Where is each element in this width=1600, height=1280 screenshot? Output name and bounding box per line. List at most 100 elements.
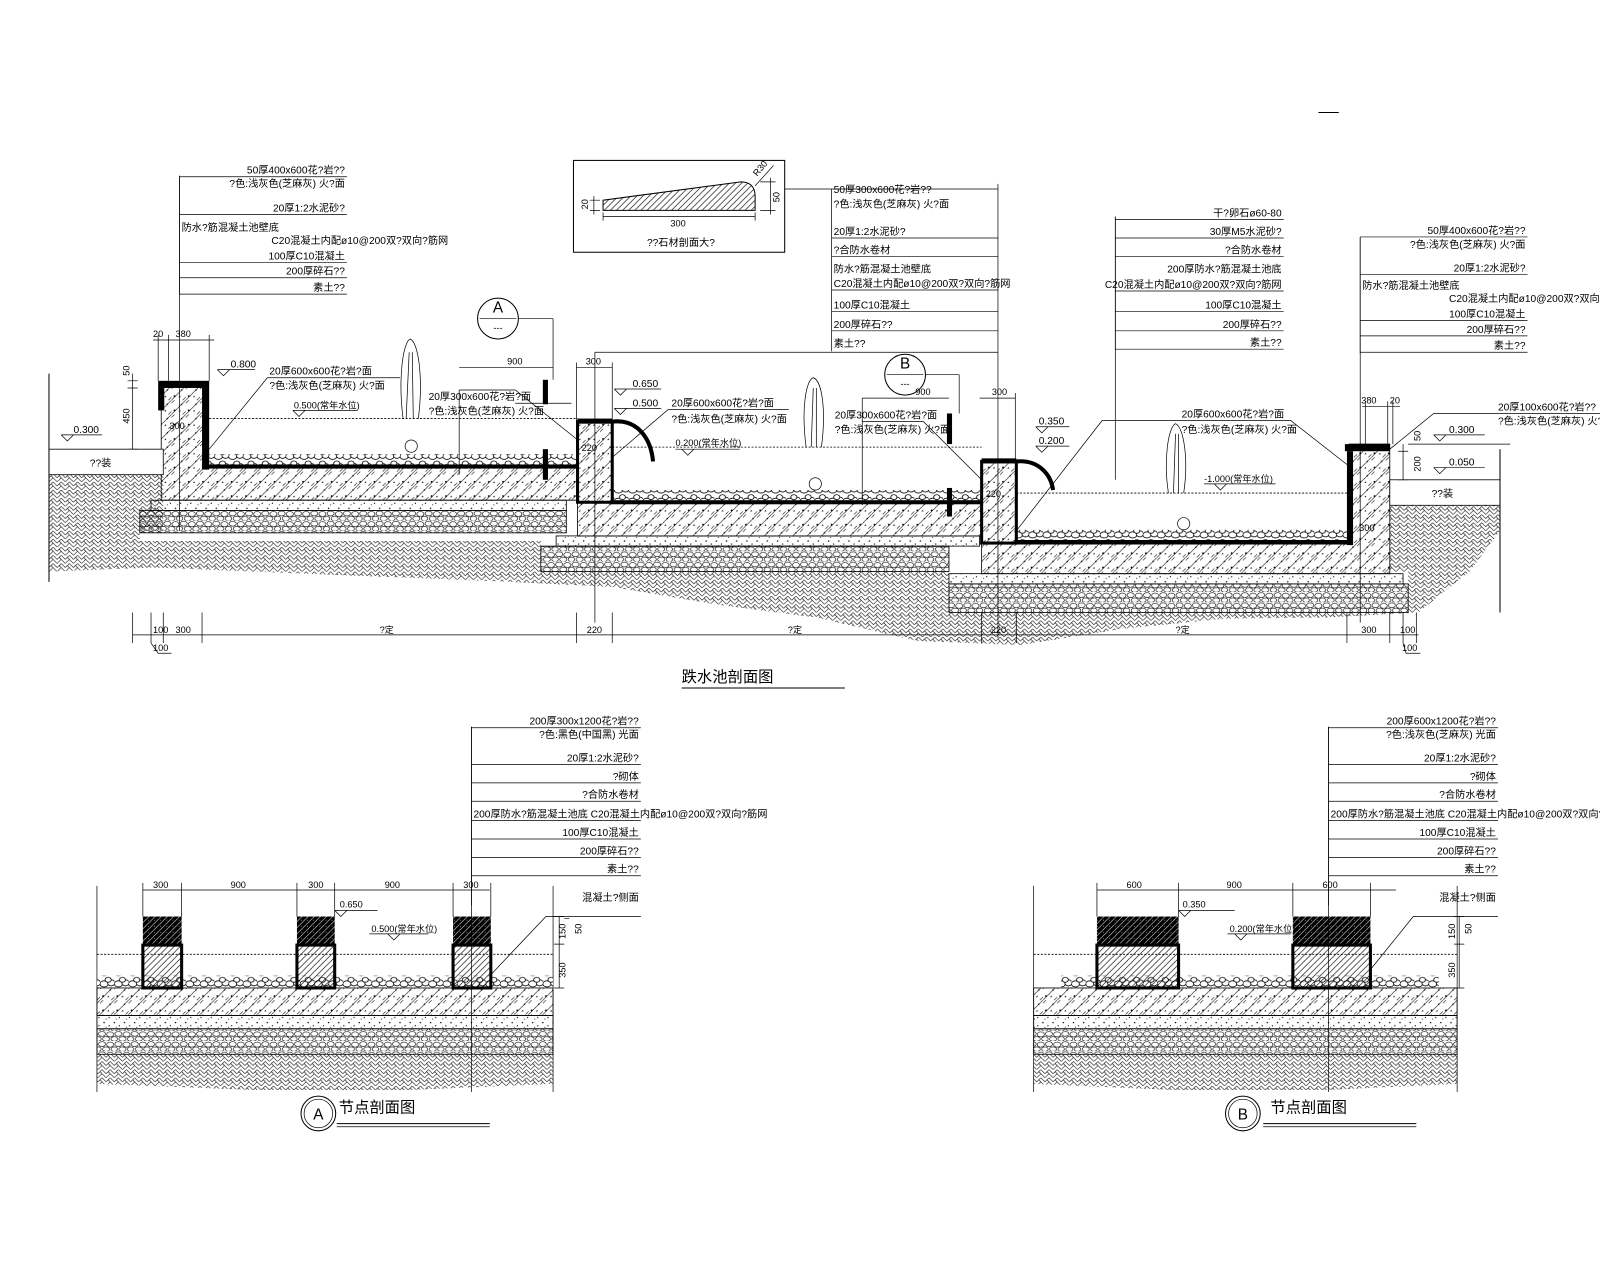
cascade-2 (1016, 459, 1056, 491)
stone-radius: R30 (751, 159, 769, 178)
level-pool3-water: -1.000(常年水位) (1204, 473, 1273, 484)
leader-text: ?合防水卷材 (582, 788, 639, 801)
marker-b-sheet: --- (901, 379, 910, 389)
dim-text: ?定 (380, 624, 394, 635)
leader-text: 防水?筋混凝土池壁底 (834, 263, 931, 276)
level-text: 0.500(常年水位) (371, 923, 437, 934)
leader-text: 50厚400x600花?岩?? (1428, 224, 1526, 237)
dim-text: 900 (231, 880, 246, 890)
leader-text: 200厚碎石?? (1467, 323, 1526, 336)
dim-text: 300 (176, 625, 191, 635)
section-marker-a[interactable]: A --- (477, 297, 554, 380)
dim-text: 220 (986, 489, 1001, 499)
dim-text: 100 (1402, 643, 1417, 653)
leader-text: ?色:浅灰色(芝麻灰) 火?面 (229, 177, 344, 190)
dim-text: 380 (176, 329, 191, 339)
dim-text: 220 (587, 625, 602, 635)
gravel-layer-2 (540, 545, 950, 573)
level-weir1-top: 0.650 (633, 379, 659, 390)
leader-text: 100厚C10混凝土 (1449, 308, 1525, 321)
dim-text: 50 (574, 924, 584, 934)
finish-label: ?色:浅灰色(芝麻灰) 火?面 (1182, 423, 1297, 436)
detail-a-title: A 节点剖面图 (300, 1095, 490, 1132)
level-left-coping: 0.800 (231, 360, 257, 371)
leader-text: ?合防水卷材 (1439, 788, 1496, 801)
dim-text: 600 (1322, 880, 1337, 890)
finish-label: ?色:浅灰色(芝麻灰) 火?面 (429, 404, 544, 417)
dim-text: 300 (992, 387, 1007, 397)
leader-text: 防水?筋混凝土池壁底 (1362, 279, 1459, 292)
detail-b-marker: B (1238, 1107, 1248, 1124)
leader-text: 200厚600x1200花?岩?? (1387, 715, 1497, 728)
dim-text: 300 (308, 880, 323, 890)
pier (1095, 916, 1372, 990)
detail-b-title: B 节点剖面图 (1225, 1095, 1417, 1132)
pool2-structure (577, 421, 983, 537)
paving-label-right: ??装 (1432, 487, 1454, 500)
leader-text: 200厚碎石?? (1223, 318, 1282, 331)
leader-text: 200厚防水?筋混凝土池底 (1167, 263, 1281, 276)
leader-text: 混凝土?侧面 (582, 891, 639, 904)
stone-caption: ??石材剖面大? (647, 236, 715, 249)
dim-text: 200 (1412, 456, 1422, 471)
leader-text: 50厚300x600花?岩?? (834, 183, 932, 196)
level-pool2-water: 0.200(常年水位) (676, 437, 742, 448)
fountain-jet-icon (400, 338, 1191, 531)
level-right-coping: 0.300 (1449, 425, 1475, 436)
section-marker-b[interactable]: B --- (884, 353, 960, 414)
dim-text: 100 (153, 625, 168, 635)
dim-text: 50 (122, 366, 132, 376)
leader-text: 200厚防水?筋混凝土池底 C20混凝土内配ø10@200双?双向?筋网 (473, 808, 767, 821)
detail-a-title-text: 节点剖面图 (339, 1099, 416, 1116)
dim-text: 300 (463, 880, 478, 890)
leader-text: ?合防水卷材 (1225, 243, 1282, 256)
leader-text: 20厚1:2水泥砂? (1424, 751, 1496, 764)
pebbles-pool1 (209, 454, 577, 466)
level-text: 0.350 (1183, 899, 1206, 909)
finish-label: ?色:浅灰色(芝麻灰) 火?面 (835, 423, 950, 436)
pebbles-pool3 (1016, 529, 1347, 542)
level-text: 0.200(常年水位) (1230, 923, 1296, 934)
finish-label: ?色:浅灰色(芝麻灰) 火?面 (269, 379, 384, 392)
leader-text: 100厚C10混凝土 (562, 826, 638, 839)
leader-text: ?色:浅灰色(芝麻灰) 火?面 (1410, 238, 1525, 251)
c10-layer-2 (555, 535, 980, 547)
finish-label: ?色:浅灰色(芝麻灰) 火?面 (1498, 415, 1600, 428)
leader-text: ?砌体 (613, 771, 639, 783)
leader-text: 素土?? (834, 337, 866, 350)
dim-text: 300 (586, 356, 601, 366)
pier (141, 916, 493, 990)
dim-text: 450 (122, 408, 132, 423)
dim-text: 300 (153, 880, 168, 890)
main-section-title: 跌水池剖面图 (682, 669, 774, 686)
dim-text: 100 (153, 643, 168, 653)
level-weir1-floor: 0.500 (633, 398, 659, 409)
leader-text: ?色:黑色(中国黑) 光面 (539, 728, 639, 741)
paving-label-left: ??装 (90, 457, 112, 470)
leader-text: 200厚碎石?? (834, 318, 893, 331)
leader-text: C20混凝土内配ø10@200双?双向?筋网 (271, 234, 448, 247)
dim-text: 900 (507, 356, 522, 366)
leader-text: 20厚1:2水泥砂? (834, 225, 906, 238)
leader-text: 200厚300x1200花?岩?? (529, 715, 639, 728)
dim-text: 380 (1361, 395, 1376, 405)
detail-b-title-text: 节点剖面图 (1270, 1099, 1346, 1116)
dim-text: 300 (1359, 523, 1374, 533)
leader-text: 素土?? (1494, 339, 1526, 352)
marker-b-letter: B (900, 356, 910, 373)
leader-text: ?合防水卷材 (834, 243, 891, 256)
finish-label: 20厚600x600花?岩?面 (269, 365, 372, 378)
leader-text: 20厚1:2水泥砂? (1454, 262, 1526, 275)
leader-text: C20混凝土内配ø10@200双?双向? (1449, 292, 1600, 305)
c10-layer-3 (948, 573, 1404, 585)
dim-text: 350 (1447, 962, 1457, 977)
leader-text: 200厚防水?筋混凝土池底 C20混凝土内配ø10@200双?双向?筋网 (1331, 808, 1600, 821)
dim-text: 20 (1390, 395, 1400, 405)
dim-text: 20 (153, 329, 163, 339)
stone-right-height: 50 (772, 192, 782, 202)
finish-label: 20厚300x600花?岩?面 (429, 390, 532, 403)
dim-text: 220 (582, 443, 597, 453)
detail-a-section: 300 900 300 900 300 0.650 0.500(常年水位) 15… (96, 726, 641, 1132)
level-text: 0.650 (340, 899, 363, 909)
